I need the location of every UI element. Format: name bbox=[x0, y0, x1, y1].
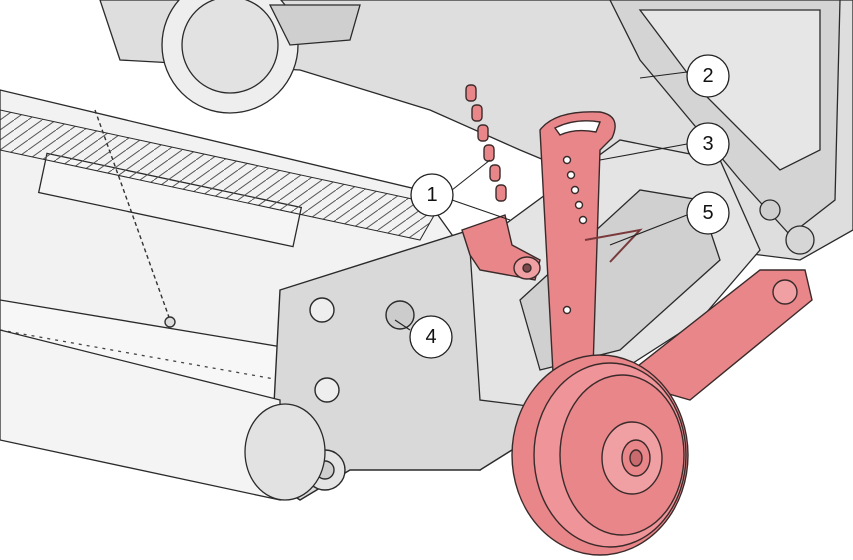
support-chain bbox=[94, 109, 176, 328]
adjustment-arm-highlight bbox=[539, 111, 616, 411]
callout-4-label: 4 bbox=[425, 326, 436, 348]
callout-5: 5 bbox=[686, 191, 730, 235]
spring-clip-highlight bbox=[584, 228, 643, 263]
callout-1: 1 bbox=[410, 173, 454, 217]
callout-2-label: 2 bbox=[702, 65, 713, 87]
callout-3: 3 bbox=[686, 122, 730, 166]
bracket-highlight bbox=[461, 214, 541, 281]
callout-2: 2 bbox=[686, 54, 730, 98]
callout-4: 4 bbox=[409, 315, 453, 359]
leader-lines bbox=[394, 71, 688, 331]
gauge-wheel-highlight bbox=[511, 354, 689, 556]
highlighted-components bbox=[461, 84, 813, 556]
callout-1-label: 1 bbox=[426, 184, 437, 206]
front-roller bbox=[0, 329, 326, 501]
chain-highlight bbox=[465, 84, 507, 202]
support-arm-highlight bbox=[618, 269, 813, 401]
callout-3-label: 3 bbox=[702, 133, 713, 155]
callout-5-label: 5 bbox=[702, 202, 713, 224]
